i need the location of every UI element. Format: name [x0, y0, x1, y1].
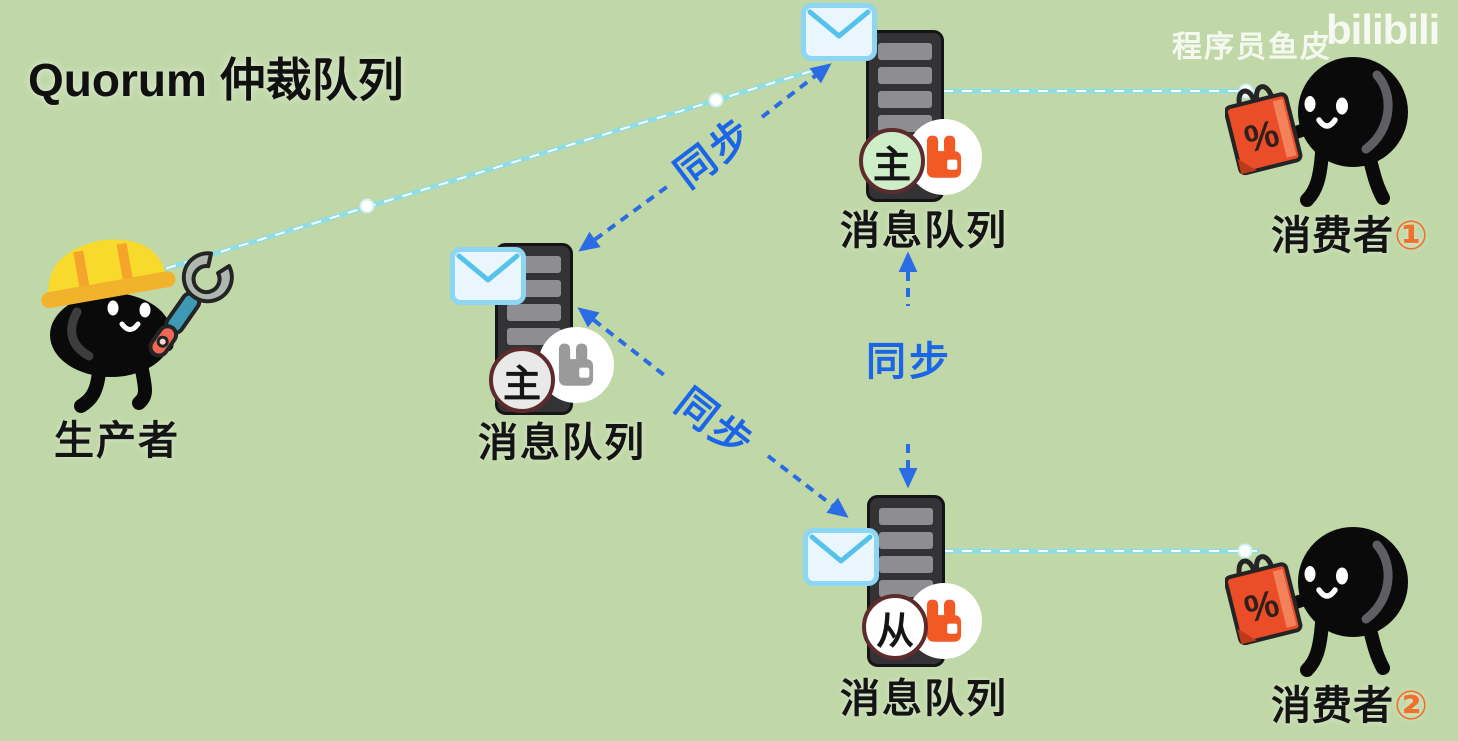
- message-queue-node-old-master: 主 消息队列: [445, 238, 675, 473]
- consumer-eye: [1304, 96, 1316, 112]
- page-title: Quorum 仲裁队列: [28, 54, 404, 106]
- consumer-number: ②: [1394, 684, 1429, 728]
- watermark-author: 程序员鱼皮: [1172, 31, 1332, 64]
- role-badge-text: 从: [875, 610, 914, 653]
- role-badge-text: 主: [872, 144, 911, 187]
- replica-to-consumer2-link: [940, 543, 1261, 559]
- node-label: 消息队列: [840, 677, 1008, 721]
- node-label: 消息队列: [840, 209, 1008, 253]
- producer-mouth: [119, 321, 141, 332]
- consumer-leg: [1300, 616, 1329, 677]
- envelope-icon: [803, 528, 879, 586]
- consumer-character-icon: %: [1225, 527, 1408, 677]
- producer-character-icon: [41, 239, 234, 413]
- producer-leg: [74, 365, 106, 413]
- bilibili-logo: bilibili: [1326, 6, 1440, 53]
- role-badge-old-master: 主: [489, 347, 555, 413]
- consumer-mouth: [1316, 587, 1338, 599]
- producer-leg: [132, 363, 152, 410]
- consumer-1-figure: % 消费者①: [1225, 25, 1458, 260]
- consumer-label-text: 消费者: [1271, 214, 1395, 258]
- hard-hat-icon: [41, 239, 176, 309]
- consumer-1-label: 消费者①: [1240, 203, 1458, 261]
- relay-dot: [708, 92, 724, 108]
- consumer-arm-shadow: [1361, 540, 1393, 624]
- shopping-bag-icon: %: [1225, 554, 1303, 646]
- consumer-eye: [1336, 97, 1348, 115]
- envelope-icon: [450, 247, 526, 305]
- shopping-bag-icon: %: [1225, 84, 1303, 176]
- wrench-icon: [148, 251, 234, 358]
- producer-figure: 生产者: [25, 232, 255, 463]
- consumer-eye: [1304, 566, 1316, 582]
- sync-link-left-top: [578, 63, 832, 252]
- consumer-mouth: [1316, 117, 1338, 129]
- sync-link-left-bottom: [577, 307, 849, 518]
- relay-dot: [359, 198, 375, 214]
- producer-arm-shadow: [67, 307, 94, 361]
- consumer-leg: [1300, 146, 1329, 207]
- consumer-label-text: 消费者: [1271, 684, 1395, 728]
- role-badge-master: 主: [859, 128, 925, 194]
- message-queue-node-replica: 从 消息队列: [795, 488, 1025, 723]
- relay-dot: [1237, 543, 1253, 559]
- consumer-arm-shadow: [1361, 70, 1393, 154]
- consumer-character-icon: %: [1225, 57, 1408, 207]
- node-label: 消息队列: [478, 421, 646, 465]
- producer-eye: [139, 302, 151, 318]
- envelope-icon: [801, 3, 877, 61]
- message-queue-node-master: 主 消息队列: [795, 0, 1025, 253]
- sync-label: 同步: [866, 340, 952, 384]
- producer-eye: [107, 300, 119, 316]
- consumer-eye: [1336, 567, 1348, 585]
- producer-to-master-link: [145, 63, 831, 277]
- producer-label: 生产者: [54, 419, 180, 463]
- consumer-2-label: 消费者②: [1240, 673, 1458, 731]
- role-badge-text: 主: [502, 363, 541, 406]
- consumer-2-figure: % 消费者②: [1225, 495, 1458, 730]
- role-badge-replica: 从: [862, 594, 928, 660]
- consumer-number: ①: [1394, 214, 1429, 258]
